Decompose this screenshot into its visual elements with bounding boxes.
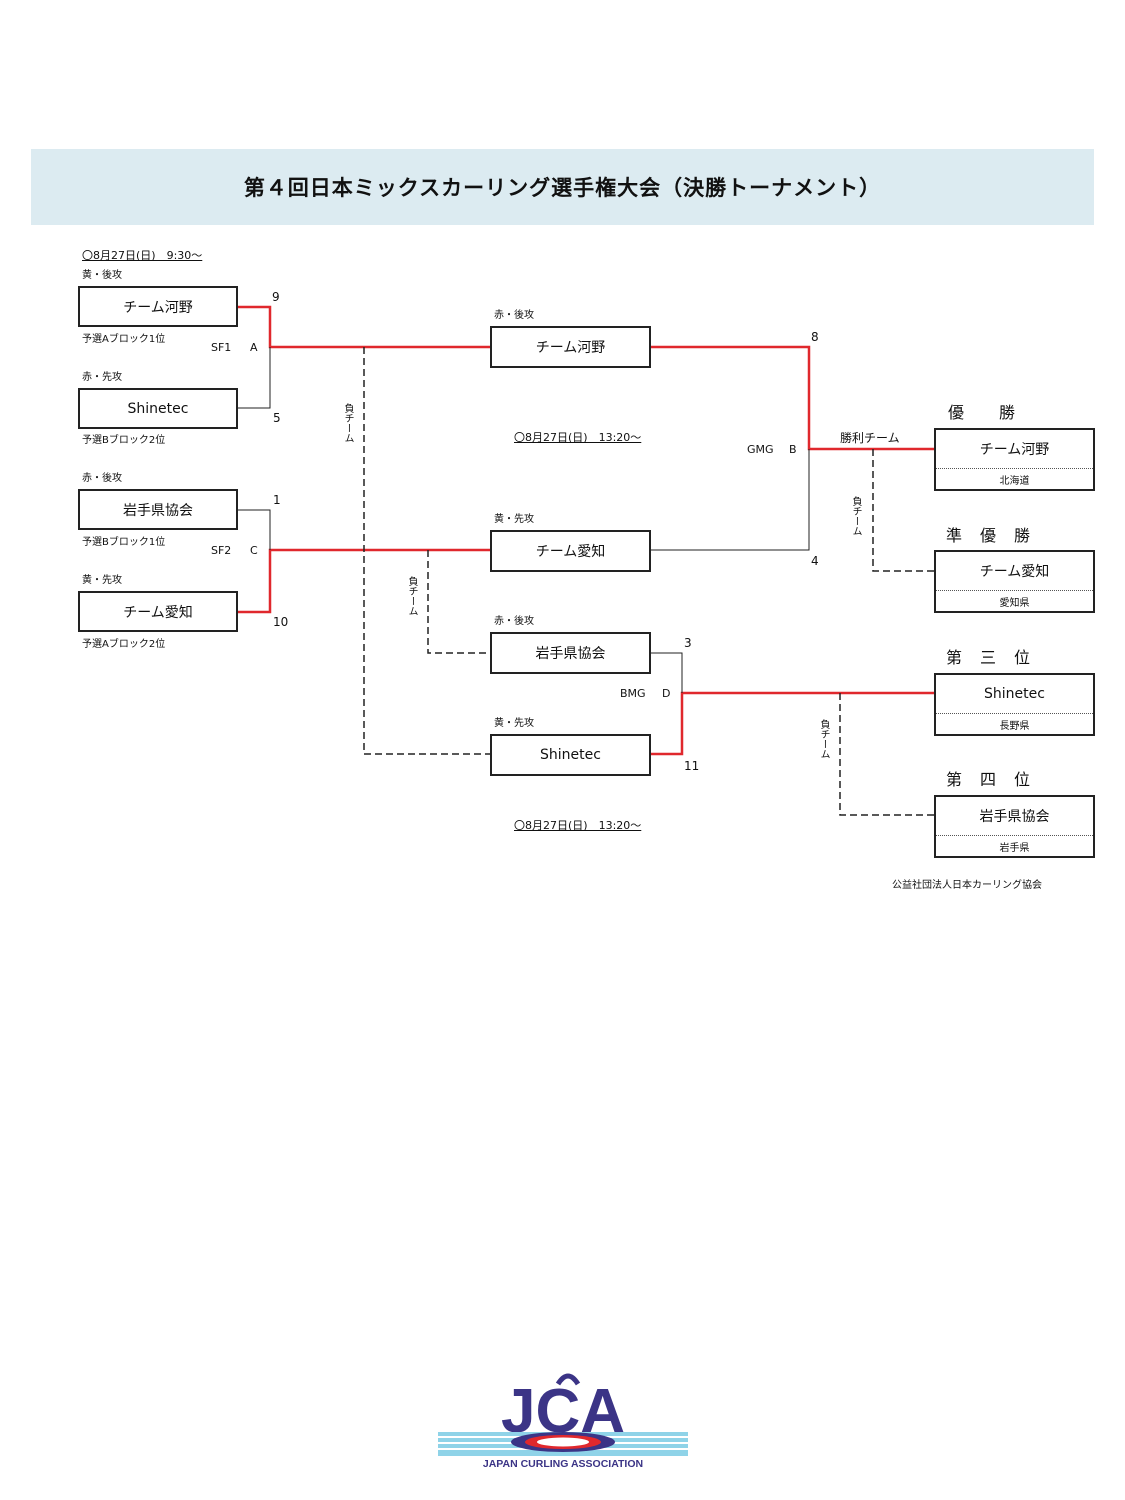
result-2-box: チーム愛知 愛知県 xyxy=(934,550,1095,613)
schedule-gold-medal-game: 〇8月27日(日) 13:20～ xyxy=(514,431,642,444)
gmg-team1-box: チーム河野 xyxy=(490,326,651,368)
sf2-team1-side: 赤・後攻 xyxy=(82,473,122,484)
sf1-team2-name: Shinetec xyxy=(127,400,189,417)
sf2-winner-line xyxy=(238,548,490,614)
rank-3-label: 第 三 位 xyxy=(946,648,1032,667)
sf2-team2-side: 黄・先攻 xyxy=(82,575,122,586)
loser-label-sf2: 負チーム xyxy=(406,576,417,616)
bmg-team2-box: Shinetec xyxy=(490,734,651,776)
sf1-label: SF1 xyxy=(211,341,232,354)
sf1-team2-side: 赤・先攻 xyxy=(82,372,122,383)
organization-name: 公益社団法人日本カーリング協会 xyxy=(892,880,1042,891)
result-3-prefecture: 長野県 xyxy=(999,721,1030,732)
bmg-team1-score: 3 xyxy=(684,636,692,650)
bmg-loser-to-fourth xyxy=(839,693,934,816)
rank-1-label: 優 勝 xyxy=(948,403,1017,422)
sf2-team1-name: 岩手県協会 xyxy=(123,502,193,519)
result-3-team: Shinetec xyxy=(936,675,1093,714)
bmg-letter: D xyxy=(662,687,671,700)
gmg-winner-line xyxy=(651,345,934,451)
sf1-letter: A xyxy=(250,341,258,354)
gmg-label: GMG xyxy=(747,443,774,456)
sf1-winner-line xyxy=(238,305,490,349)
sf2-letter: C xyxy=(250,544,258,557)
bmg-team1-name: 岩手県協会 xyxy=(535,646,606,662)
jca-logo-graphic: JCA JAPAN CURLING ASSOCIATION xyxy=(438,1373,688,1470)
loser-label-bmg: 負チーム xyxy=(818,719,829,759)
gmg-team2-name: チーム愛知 xyxy=(535,544,606,560)
loser-label-gmg: 負チーム xyxy=(850,496,861,536)
sf1-team1-score: 9 xyxy=(272,290,280,304)
sf2-team1-box: 岩手県協会 xyxy=(78,489,238,530)
logo-caption: JAPAN CURLING ASSOCIATION xyxy=(483,1458,643,1470)
bmg-loser-line xyxy=(651,652,683,693)
schedule-bronze-medal-game: 〇8月27日(日) 13:20～ xyxy=(514,819,642,832)
gmg-team1-score: 8 xyxy=(811,330,819,344)
sf2-label: SF2 xyxy=(211,544,232,557)
sf1-team2-seed: 予選Bブロック2位 xyxy=(82,435,166,446)
rank-4-label: 第 四 位 xyxy=(946,770,1032,789)
gmg-team1-name: チーム河野 xyxy=(535,340,606,356)
sf1-team2-score: 5 xyxy=(273,411,281,425)
bmg-team1-side: 赤・後攻 xyxy=(494,616,534,627)
title-banner: 第４回日本ミックスカーリング選手権大会（決勝トーナメント） xyxy=(31,149,1094,225)
sf1-team1-side: 黄・後攻 xyxy=(82,270,122,281)
sf1-team1-name: チーム河野 xyxy=(123,299,193,316)
sf1-loser-to-bmg xyxy=(363,347,490,755)
bmg-team2-name: Shinetec xyxy=(540,747,601,763)
sf2-team1-seed: 予選Bブロック1位 xyxy=(82,537,166,548)
result-4-box: 岩手県協会 岩手県 xyxy=(934,795,1095,858)
gmg-loser-line xyxy=(651,449,810,551)
result-2-prefecture: 愛知県 xyxy=(999,598,1030,609)
loser-label-sf1: 負チーム xyxy=(342,403,353,443)
rank-2-label: 準 優 勝 xyxy=(946,526,1032,545)
sf2-team2-box: チーム愛知 xyxy=(78,591,238,632)
gmg-letter: B xyxy=(789,443,797,456)
bmg-winner-line xyxy=(651,691,934,756)
bmg-team2-score: 11 xyxy=(684,759,700,773)
result-4-prefecture: 岩手県 xyxy=(999,843,1030,854)
sf1-team2-box: Shinetec xyxy=(78,388,238,429)
result-1-box: チーム河野 北海道 xyxy=(934,428,1095,491)
sf2-team2-name: チーム愛知 xyxy=(123,604,193,621)
winner-team-label: 勝利チーム xyxy=(840,431,900,445)
sf2-team2-seed: 予選Aブロック2位 xyxy=(82,639,166,650)
result-1-prefecture: 北海道 xyxy=(999,476,1030,487)
sf2-loser-line xyxy=(238,509,271,550)
bmg-team1-box: 岩手県協会 xyxy=(490,632,651,674)
gmg-team2-box: チーム愛知 xyxy=(490,530,651,572)
gmg-team2-side: 黄・先攻 xyxy=(494,514,534,525)
result-4-team: 岩手県協会 xyxy=(936,797,1093,836)
page-title: 第４回日本ミックスカーリング選手権大会（決勝トーナメント） xyxy=(243,176,882,200)
gmg-team2-score: 4 xyxy=(811,554,819,568)
sf2-loser-to-bmg xyxy=(427,550,490,654)
sf1-team1-seed: 予選Aブロック1位 xyxy=(82,334,166,345)
result-2-team: チーム愛知 xyxy=(936,552,1093,591)
sf2-team2-score: 10 xyxy=(273,615,289,629)
jca-logo: JCA JAPAN CURLING ASSOCIATION xyxy=(436,1366,690,1470)
result-1-team: チーム河野 xyxy=(936,430,1093,469)
gmg-loser-to-runnerup xyxy=(872,449,934,572)
sf1-team1-box: チーム河野 xyxy=(78,286,238,327)
bmg-label: BMG xyxy=(620,687,646,700)
schedule-semifinal: 〇8月27日(日) 9:30～ xyxy=(82,249,203,262)
sf2-team1-score: 1 xyxy=(273,493,281,507)
bmg-team2-side: 黄・先攻 xyxy=(494,718,534,729)
result-3-box: Shinetec 長野県 xyxy=(934,673,1095,736)
gmg-team1-side: 赤・後攻 xyxy=(494,310,534,321)
sf1-loser-line xyxy=(238,347,271,409)
